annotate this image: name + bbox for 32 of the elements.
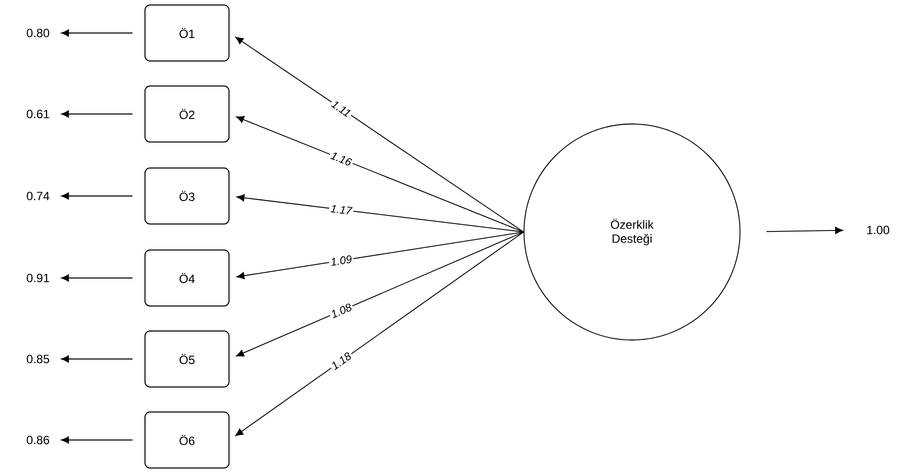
arrow [61,110,133,118]
arrow [61,192,133,200]
item-box: Ö2 [144,86,230,142]
item-box: Ö4 [144,250,230,306]
arrow [61,29,133,37]
item-box: Ö6 [144,412,230,468]
item-box: Ö1 [144,4,230,62]
arrow [236,194,524,232]
value-text: 0.80 [26,28,50,38]
arrow [236,232,524,280]
arrow [235,232,524,436]
value-text: 0.74 [26,192,50,200]
edge-label: 1.08 [328,300,355,321]
item-box: Ö3 [144,168,230,224]
value-text: 0.85 [26,354,50,364]
edge-label: 1.18 [328,350,354,372]
value-text: 1.00 [867,226,890,234]
arrow [61,355,133,363]
item-box: Ö5 [144,330,230,388]
arrow [236,116,524,232]
edge-label: 1.11 [328,98,354,120]
arrow [61,274,133,282]
edge-label: 1.09 [328,253,354,268]
value-text: 0.61 [26,110,50,118]
arrow [766,226,843,234]
value-text: 0.91 [26,274,50,282]
arrow [235,36,524,232]
value-text: 0.86 [26,436,50,444]
edge-label: 1.16 [328,149,355,168]
arrow [61,436,133,444]
edge-label: 1.17 [328,202,354,216]
arrow [236,232,524,357]
